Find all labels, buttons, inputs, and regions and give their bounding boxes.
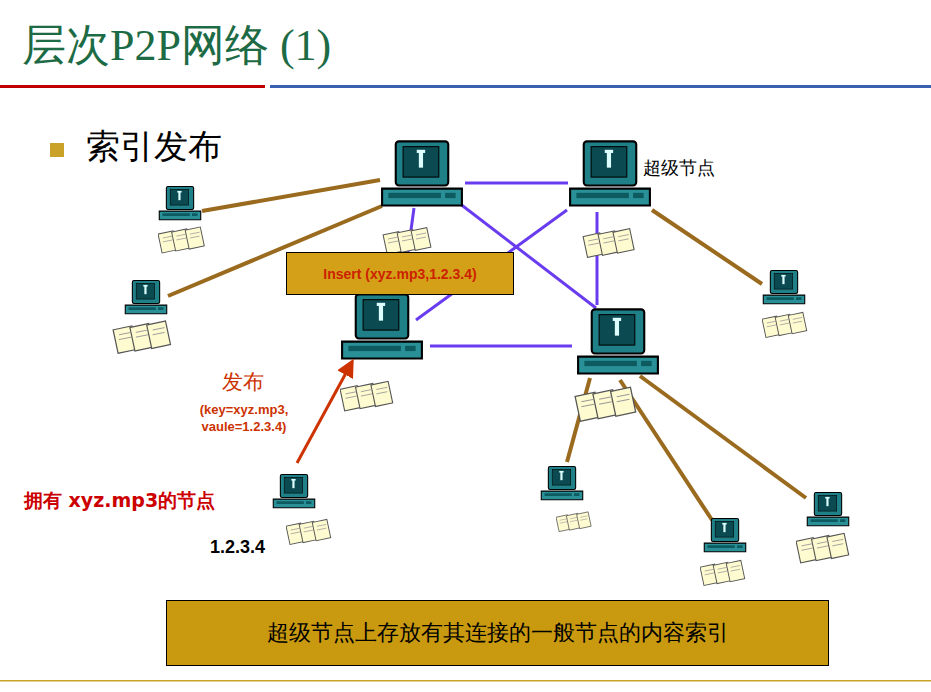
- key-value-label: (key=xyz.mp3, vaule=1.2.3.4): [178, 401, 310, 435]
- box-text: Insert (xyz.mp3,1.2.3.4): [323, 266, 476, 282]
- owner-label: 拥有 xyz.mp3的节点: [24, 488, 215, 514]
- ip-label: 1.2.3.4: [210, 537, 265, 558]
- publish-label: 发布: [222, 368, 264, 396]
- bullet-text: 索引发布: [86, 124, 222, 168]
- insert-box: Insert (xyz.mp3,1.2.3.4): [286, 252, 514, 295]
- super-node-label: 超级节点: [643, 156, 715, 180]
- box-text: 超级节点上存放有其连接的一般节点的内容索引: [267, 618, 729, 648]
- caption-box: 超级节点上存放有其连接的一般节点的内容索引: [166, 600, 829, 666]
- slide-title: 层次P2P网络 (1): [22, 18, 331, 74]
